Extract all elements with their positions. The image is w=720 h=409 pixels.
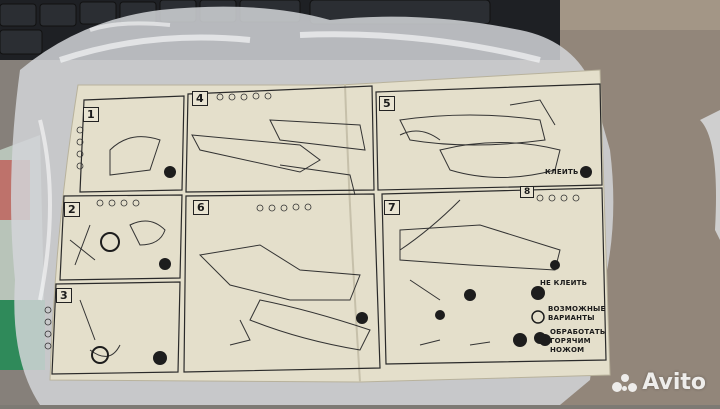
note-glue: КЛЕИТЬ	[545, 168, 579, 176]
legend-symbols	[531, 286, 546, 344]
step-number-3: 3	[56, 288, 72, 303]
disc-edge	[700, 110, 720, 240]
step-number-5: 5	[379, 96, 395, 111]
step-number-4: 4	[192, 91, 208, 106]
panel-frames	[51, 83, 607, 375]
step-number-8: 8	[520, 186, 535, 198]
step-number-7: 7	[384, 200, 400, 215]
step-number-1: 1	[83, 107, 99, 122]
marker-dots	[91, 166, 592, 365]
desk-back	[560, 0, 720, 30]
part-circles	[44, 92, 580, 350]
note-no-glue: НЕ КЛЕИТЬ	[540, 279, 588, 287]
avito-logo-icon	[612, 372, 638, 394]
legend-line-4: ГОРЯЧИМ	[550, 337, 591, 345]
avito-watermark: Avito	[612, 370, 706, 395]
instruction-sheet	[49, 69, 611, 383]
legend-line-3: ОБРАБОТАТЬ	[550, 328, 606, 336]
step-number-6: 6	[193, 200, 209, 215]
avito-watermark-text: Avito	[642, 370, 706, 395]
legend-line-2: ВАРИАНТЫ	[548, 314, 595, 322]
legend-line-5: НОЖОМ	[550, 346, 585, 354]
step-number-2: 2	[64, 202, 80, 217]
legend-line-1: ВОЗМОЖНЫЕ	[548, 305, 606, 313]
